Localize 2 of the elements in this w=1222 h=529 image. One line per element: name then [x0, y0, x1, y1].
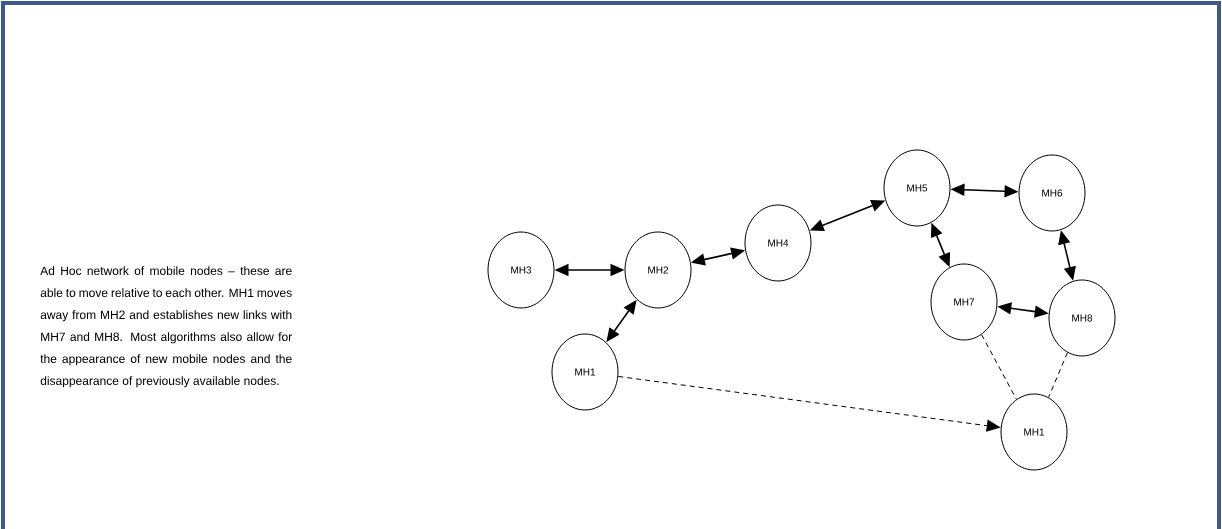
- description-text: Ad Hoc network of mobile nodes – these are able to move relative to each other. MH1 moves away from MH2 and establishes new links with MH7 and MH8. Most algorithms also allow for the appearance of new mobile nodes and the disappearance of previously available nodes.: [40, 266, 292, 388]
- arrow: [617, 375, 1000, 432]
